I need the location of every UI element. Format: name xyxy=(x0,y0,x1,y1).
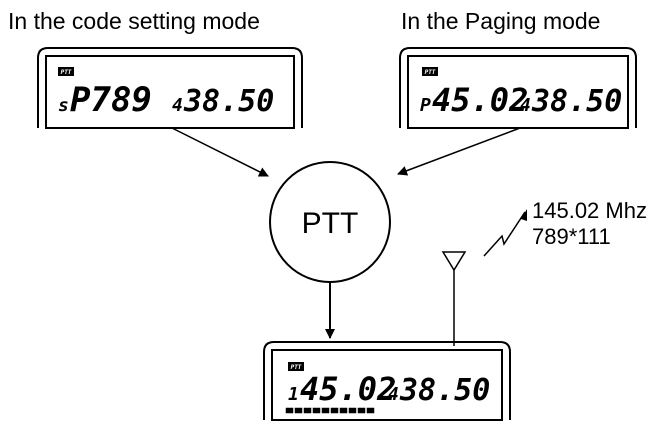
ptt-button: PTT xyxy=(269,161,391,283)
caption-paging-mode: In the Paging mode xyxy=(401,8,601,34)
lcd-sub-prefix: 4 xyxy=(520,95,531,116)
arrow-code-to-ptt xyxy=(171,127,269,177)
lcd-sub-prefix: 4 xyxy=(388,384,399,405)
lcd-display-result: PTT 1 45.02 4 38.50 xyxy=(263,341,511,421)
signal-meter-segment xyxy=(366,407,375,414)
lcd-badge-label: PTT xyxy=(61,69,72,76)
ptt-badge-icon xyxy=(288,362,304,371)
lcd-sub-prefix: 4 xyxy=(172,95,183,116)
lcd-sub-value: 38.50 xyxy=(183,84,274,119)
lcd-badge-label: PTT xyxy=(425,69,436,76)
lcd-main-value: P789 xyxy=(70,80,152,120)
signal-meter-segment xyxy=(357,407,366,414)
signal-meter-segment xyxy=(294,407,303,414)
lcd-prefix: P xyxy=(420,95,431,116)
signal-meter-segment xyxy=(312,407,321,414)
signal-meter xyxy=(285,407,375,414)
lcd-main-value: 45.02 xyxy=(300,370,396,408)
transmit-code: 789*111 xyxy=(532,224,611,249)
lcd-prefix: s xyxy=(58,95,69,116)
signal-lightning-icon xyxy=(483,209,527,257)
lcd-sub-value: 38.50 xyxy=(531,84,622,119)
signal-meter-segment xyxy=(285,407,294,414)
ptt-badge-icon xyxy=(58,67,74,76)
signal-meter-segment xyxy=(330,407,339,414)
arrow-paging-to-ptt xyxy=(397,127,521,176)
ptt-badge-icon xyxy=(422,67,438,76)
antenna-icon xyxy=(441,251,467,346)
lcd-display-code-setting: PTT s P789 4 38.50 xyxy=(37,47,303,129)
lcd-prefix: 1 xyxy=(288,384,299,405)
lcd-badge-label: PTT xyxy=(291,364,302,371)
caption-code-setting-mode: In the code setting mode xyxy=(8,8,260,34)
signal-meter-segment xyxy=(348,407,357,414)
signal-meter-segment xyxy=(303,407,312,414)
lcd-sub-value: 38.50 xyxy=(399,373,490,408)
signal-meter-segment xyxy=(321,407,330,414)
signal-meter-segment xyxy=(339,407,348,414)
lcd-main-value: 45.02 xyxy=(432,81,528,119)
transmit-frequency: 145.02 Mhz xyxy=(532,198,647,223)
lcd-display-paging: PTT P 45.02 4 38.50 xyxy=(399,47,637,129)
ptt-label: PTT xyxy=(302,207,359,240)
